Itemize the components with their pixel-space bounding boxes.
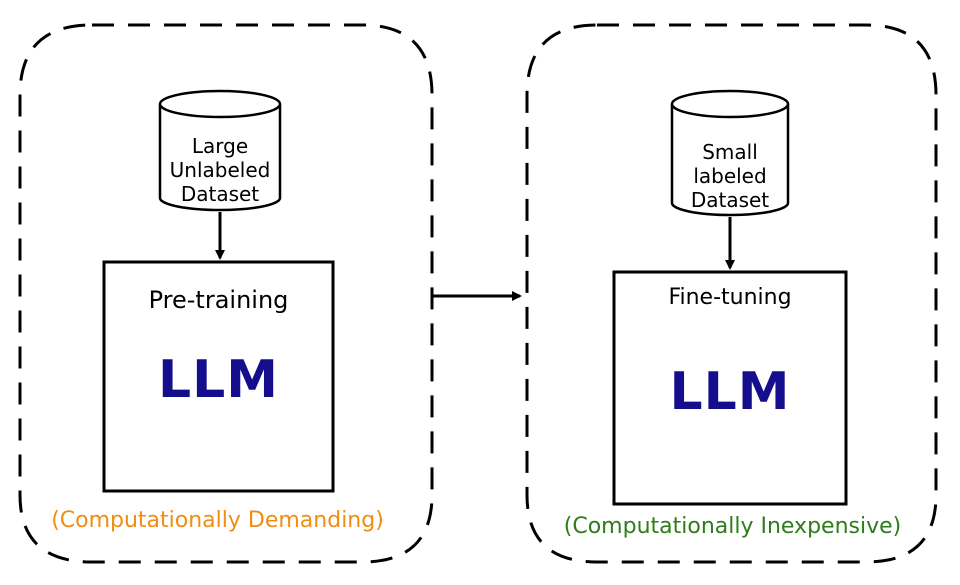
- stage-1-group-border: [18, 23, 434, 564]
- stage-2-cost-note: (Computationally Inexpensive): [563, 514, 902, 539]
- stage-2-dataset-cylinder: [670, 89, 790, 217]
- stage-2-model-label: LLM: [669, 362, 791, 422]
- stage-1-model-box: [102, 260, 335, 493]
- stage-2-dataset-line-1: Small: [702, 140, 758, 164]
- stage-1-dataset-line-3: Dataset: [180, 182, 260, 206]
- stage-1-model-label: LLM: [157, 350, 279, 410]
- stage-2-model-box: [612, 270, 848, 506]
- stage-2-dataset-line-2: labeled: [693, 164, 767, 188]
- stage-1-process-label: Pre-training: [148, 286, 289, 314]
- stage-1-dataset-line-2: Unlabeled: [169, 158, 271, 182]
- stage-2-dataset-line-3: Dataset: [690, 188, 770, 212]
- stage-1-dataset-cylinder: [158, 89, 282, 212]
- stage-1-dataset-label: Large Unlabeled Dataset: [160, 134, 280, 206]
- stage-1-cost-note: (Computationally Demanding): [51, 508, 384, 533]
- stage-2-group-border: [525, 23, 938, 564]
- stage-2-process-label: Fine-tuning: [668, 285, 792, 310]
- stage-2-dataset-label: Small labeled Dataset: [672, 140, 788, 212]
- stage-1-dataset-line-1: Large: [191, 134, 249, 158]
